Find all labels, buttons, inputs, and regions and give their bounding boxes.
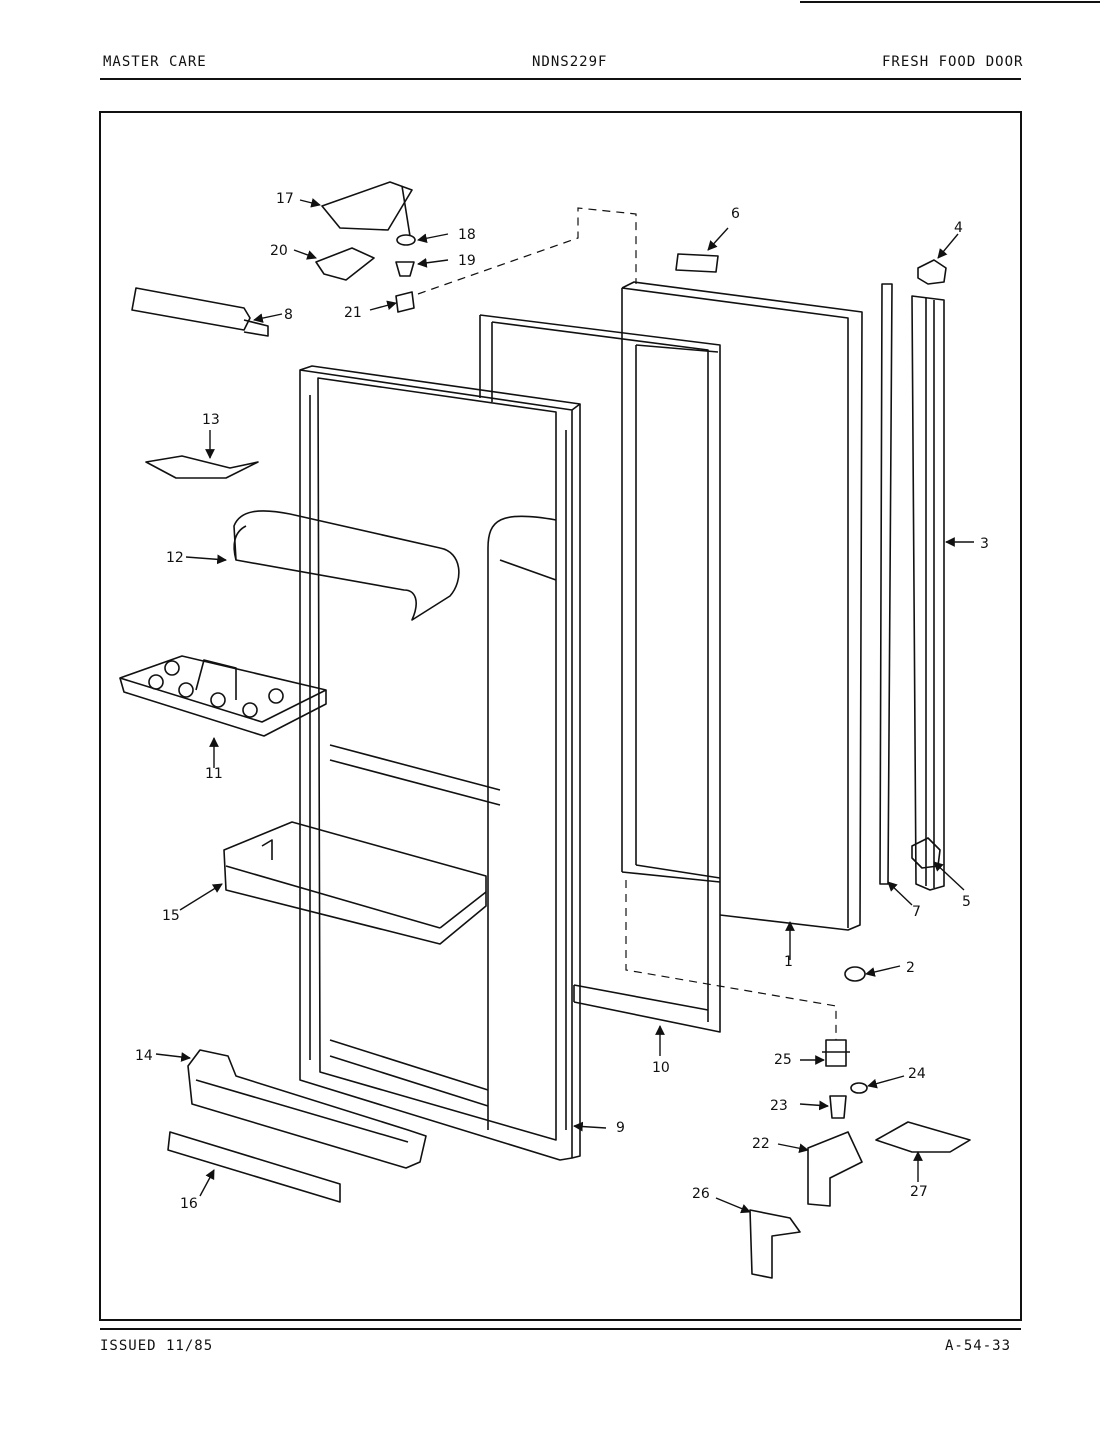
door-shelf-bin [223,821,487,945]
diagram-frame [99,111,1022,1321]
inner-door-liner [299,365,581,1161]
top-hinge-assembly [315,181,416,313]
callout-20: 20 [270,243,288,259]
assembly-lines [417,207,837,1040]
callout-26: 26 [692,1186,710,1202]
callout-2: 2 [906,960,915,976]
header-brand: MASTER CARE [103,54,207,70]
hinge-bushing [829,1095,847,1119]
callout-5: 5 [962,894,971,910]
hinge-cover [131,287,269,337]
callout-4: 4 [954,220,963,236]
door-rod [879,283,893,885]
egg-tray [119,655,327,737]
header-section: FRESH FOOD DOOR [882,54,1024,70]
dairy-compartment-lid [233,510,460,621]
door-trim-strip [911,295,945,891]
washer [850,1082,868,1094]
callout-18: 18 [458,227,476,243]
footer-issued: ISSUED 11/85 [100,1338,214,1354]
callout-arrows [155,198,974,1214]
footer-page-code: A-54-33 [945,1338,1012,1354]
callout-19: 19 [458,253,476,269]
callout-16: 16 [180,1196,198,1212]
callout-1: 1 [784,954,793,970]
callout-6: 6 [731,206,740,222]
callout-11: 11 [205,766,223,782]
callout-21: 21 [344,305,362,321]
hole-plug [844,966,866,982]
outer-door-panel [621,281,863,931]
nameplate [675,253,719,273]
callout-27: 27 [910,1184,928,1200]
door-gasket-frame [479,314,721,1033]
header-rule [100,78,1021,80]
bottom-hinge-pin [822,1039,850,1067]
footer-rule [100,1328,1021,1330]
callout-7: 7 [912,904,921,920]
door-clip [145,455,259,479]
callout-15: 15 [162,908,180,924]
callout-24: 24 [908,1066,926,1082]
callout-9: 9 [616,1120,625,1136]
callout-8: 8 [284,307,293,323]
header-model: NDNS229F [532,54,608,70]
shelf-trim-strip [167,1131,341,1203]
callout-3: 3 [980,536,989,552]
bottom-hinge-bracket [807,1131,863,1207]
callout-14: 14 [135,1048,153,1064]
trim-end-cap-top [917,259,947,285]
callout-13: 13 [202,412,220,428]
callout-22: 22 [752,1136,770,1152]
callout-labels: 1 2 3 4 5 6 7 8 9 10 11 12 13 14 15 16 1… [135,191,989,1212]
hinge-plate [875,1121,971,1153]
callout-12: 12 [166,550,184,566]
callout-10: 10 [652,1060,670,1076]
callout-25: 25 [774,1052,792,1068]
lower-bracket [749,1209,801,1279]
callout-23: 23 [770,1098,788,1114]
bottom-shelf-bin [187,1049,427,1169]
callout-17: 17 [276,191,294,207]
